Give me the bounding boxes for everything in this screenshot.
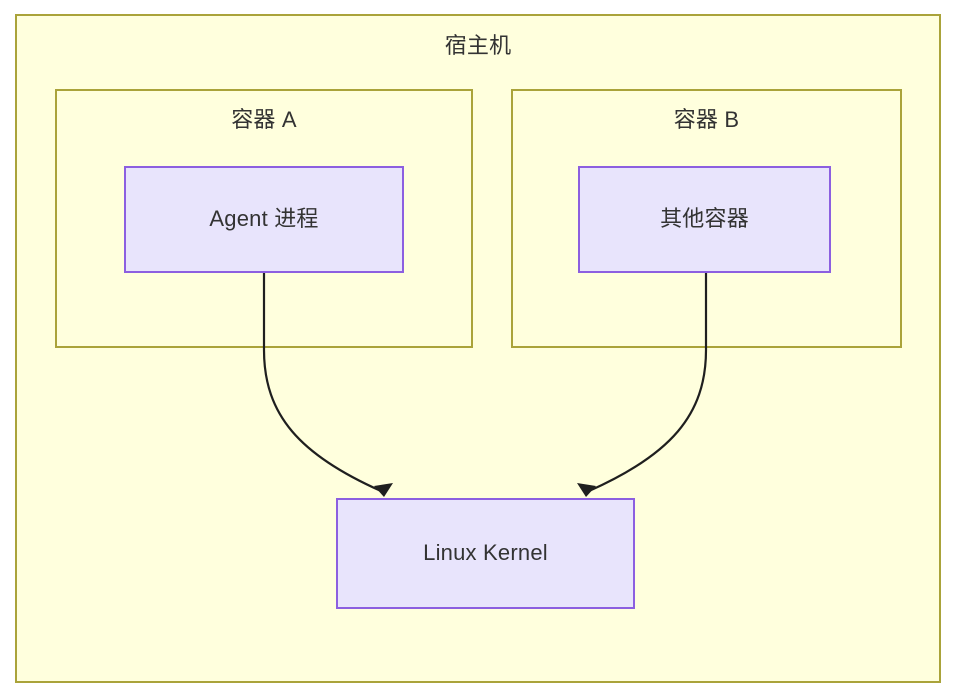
node-other-container[interactable]: 其他容器: [578, 166, 831, 273]
node-other-container-label: 其他容器: [660, 206, 749, 232]
node-agent-process-label: Agent 进程: [209, 206, 319, 232]
container-b-title: 容器 B: [673, 107, 740, 132]
container-a-title: 容器 A: [231, 107, 297, 132]
node-agent-process[interactable]: Agent 进程: [124, 166, 404, 273]
node-linux-kernel[interactable]: Linux Kernel: [336, 498, 635, 609]
node-linux-kernel-label: Linux Kernel: [423, 540, 548, 566]
host-machine-title: 宿主机: [444, 33, 512, 58]
